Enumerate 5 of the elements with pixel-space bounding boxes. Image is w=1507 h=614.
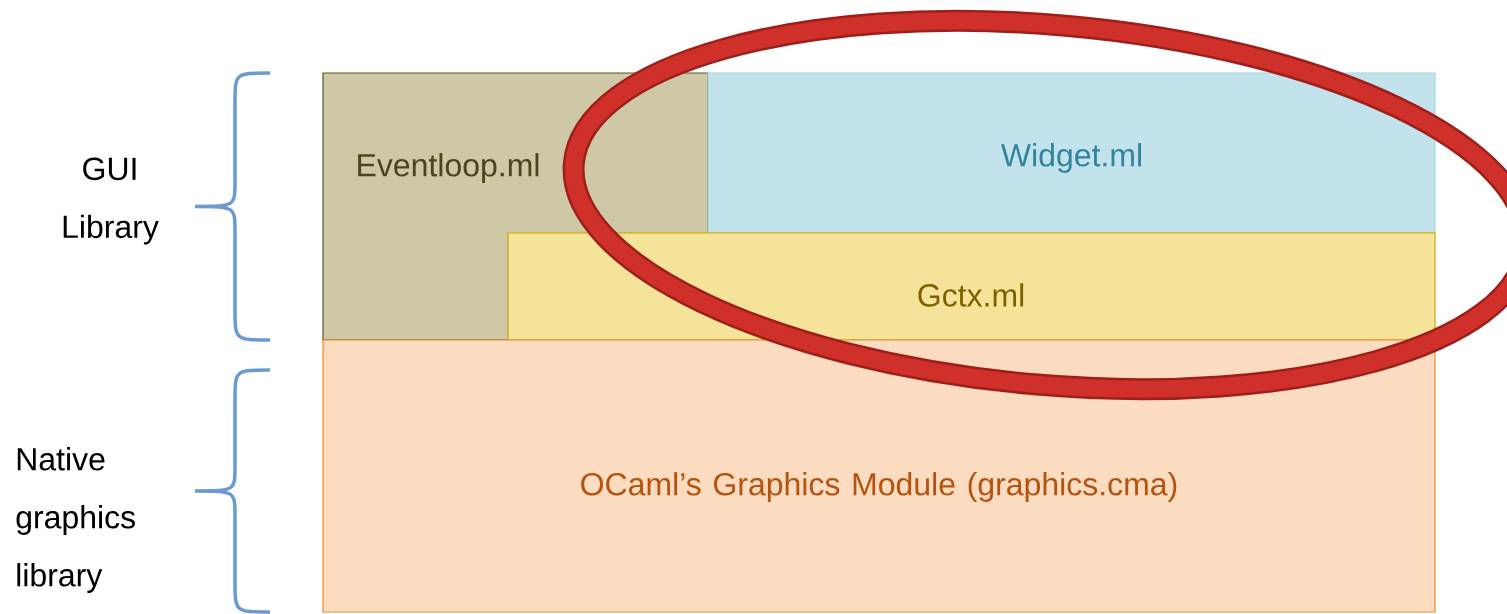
- module-box: Gctx.ml: [507, 232, 1436, 341]
- module-box: Widget.ml: [707, 72, 1436, 234]
- module-box: OCaml’s Graphics Module (graphics.cma): [322, 339, 1436, 613]
- layer-label: GUI Library: [63, 157, 159, 245]
- layer-label: Native graphics library: [16, 447, 135, 593]
